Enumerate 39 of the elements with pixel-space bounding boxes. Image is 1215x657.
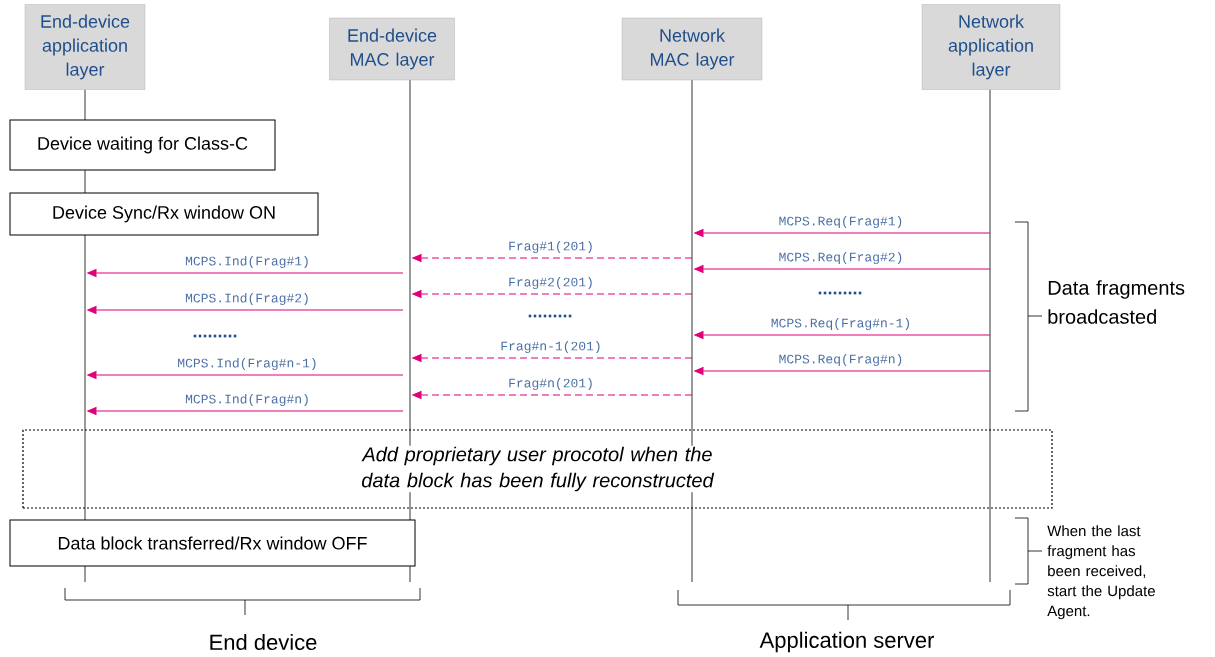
arrow — [87, 407, 404, 415]
edge-label: MCPS.Ind(Frag#n) — [184, 392, 311, 408]
header-box: Network MAC layer — [621, 17, 763, 81]
edge-label: Frag#n(201) — [507, 376, 595, 392]
edge-label: MCPS.Req(Frag#n-1) — [769, 316, 913, 332]
arrow — [87, 371, 404, 379]
arrow — [412, 391, 693, 399]
arrow — [694, 265, 991, 273]
header-box: End-device application layer — [24, 4, 146, 90]
edge-label: MCPS.Ind(Frag#1) — [184, 254, 311, 270]
ellipsis: ......... — [193, 334, 237, 338]
edge-label: MCPS.Req(Frag#2) — [777, 250, 905, 266]
header-box: Network application layer — [921, 4, 1061, 90]
header-box: End-device MAC layer — [329, 17, 455, 81]
process-box: Device Sync/Rx window ON — [9, 192, 319, 236]
edge-label: MCPS.Ind(Frag#n-1) — [176, 356, 319, 372]
edge-label: Frag#2(201) — [507, 275, 595, 291]
annotation: When the last fragment has been received, start the Update Agent. — [1047, 525, 1155, 620]
group-label: End device — [210, 633, 317, 651]
arrow — [87, 269, 404, 277]
ellipsis: ......... — [818, 291, 862, 295]
arrow — [87, 306, 404, 314]
ellipsis: ......... — [528, 314, 572, 318]
arrow — [412, 290, 693, 298]
process-box: Data block transferred/Rx window OFF — [9, 519, 416, 567]
edge-label: MCPS.Req(Frag#1) — [777, 214, 905, 230]
edge-label: MCPS.Ind(Frag#2) — [184, 291, 311, 307]
edge-label: Frag#n-1(201) — [499, 339, 603, 355]
arrow — [694, 331, 991, 339]
arrow — [694, 229, 991, 237]
arrow — [694, 367, 991, 375]
edge-label: MCPS.Req(Frag#n) — [777, 352, 905, 368]
dashed-box: Add proprietary user procotol when the data block has been fully reconstructed — [22, 429, 1053, 509]
annotation: Data fragments broadcasted — [1048, 280, 1185, 324]
group-label: Application server — [759, 631, 935, 653]
edge-label: Frag#1(201) — [507, 239, 595, 255]
process-box: Device waiting for Class-C — [9, 119, 276, 171]
arrow — [412, 254, 693, 262]
arrow — [412, 354, 693, 362]
